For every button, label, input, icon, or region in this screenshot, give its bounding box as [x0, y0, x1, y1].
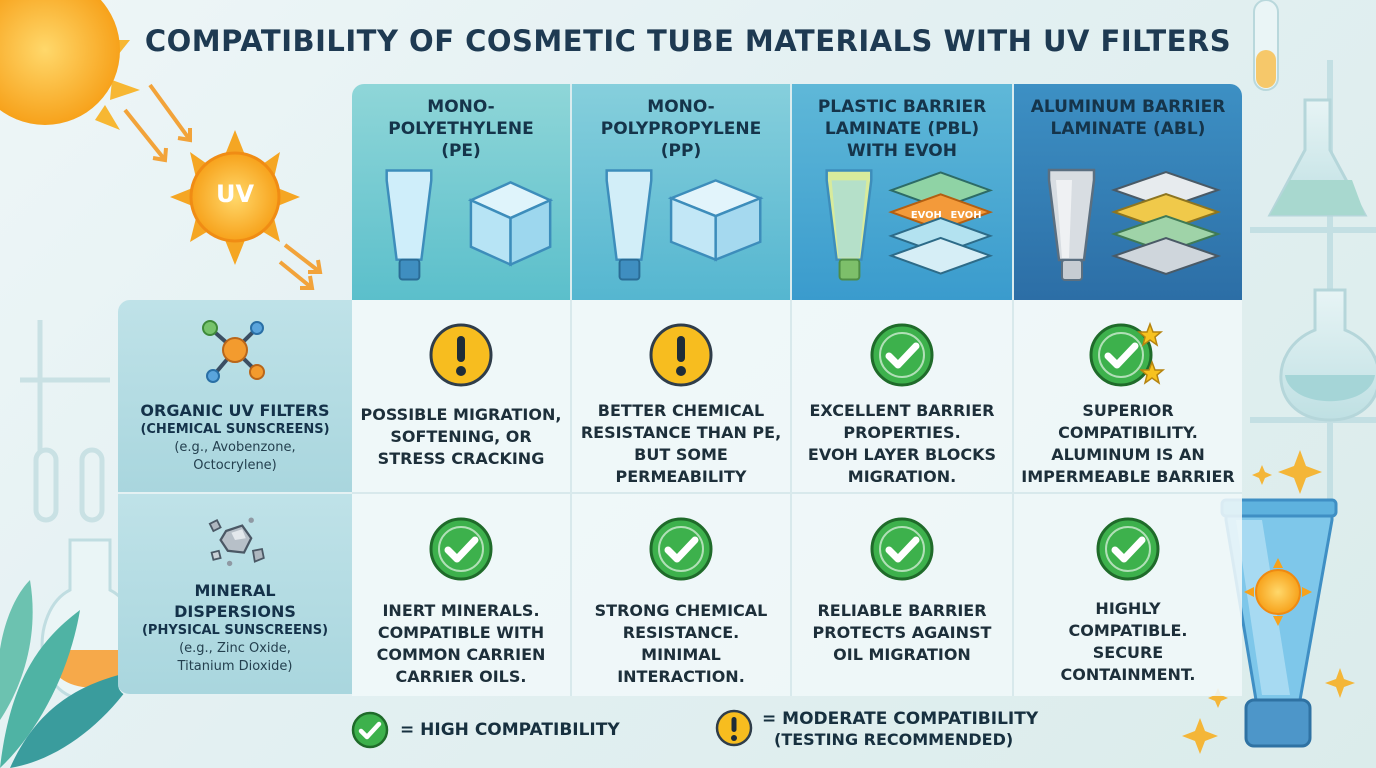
abl-illustration: [1047, 168, 1222, 281]
header-line: ALUMINUM BARRIER: [1030, 97, 1226, 117]
header-title: MONO- POLYPROPYLENE (PP): [581, 96, 781, 162]
row-subtitle: (PHYSICAL SUNSCREENS): [141, 623, 329, 638]
mineral-rocks-icon: [208, 517, 265, 567]
cell-organic-pp: BETTER CHEMICAL RESISTANCE THAN PE, BUT …: [572, 300, 792, 494]
row-title: ORGANIC UV FILTERS: [140, 401, 330, 420]
evoh-layer-label: EVOH: [951, 210, 982, 221]
compatibility-table: MONO- POLYETHYLENE (PE) MONO- POLYPROPYL…: [118, 84, 1242, 696]
cell-text: HIGHLY COMPATIBLE. SECURE CONTAINMENT.: [1060, 599, 1196, 684]
uv-sun-icon: [170, 130, 300, 265]
evoh-layer-label: EVOH: [911, 210, 942, 221]
cube-icon: [467, 181, 554, 267]
check-icon: [870, 517, 934, 581]
layer-stack-icon: [1110, 170, 1222, 276]
check-icon: [351, 711, 389, 749]
header-line: MONO-: [427, 97, 495, 117]
row-title: DISPERSIONS: [174, 602, 296, 621]
plant-leaves-icon: [0, 580, 140, 768]
test-tube-icon: [1253, 0, 1279, 91]
cell-organic-pe: POSSIBLE MIGRATION, SOFTENING, OR STRESS…: [352, 300, 572, 494]
warning-icon: [715, 709, 753, 747]
legend-moderate-sub: (TESTING RECOMMENDED): [774, 730, 1014, 749]
header-line: POLYPROPYLENE: [600, 119, 762, 139]
row-example: (e.g., Zinc Oxide,: [179, 641, 291, 656]
check-icon: [1096, 517, 1160, 581]
legend-high-label: = HIGH COMPATIBILITY: [400, 720, 620, 740]
header-title: PLASTIC BARRIER LAMINATE (PBL) WITH EVOH: [802, 96, 1002, 162]
header-line: MONO-: [647, 97, 715, 117]
row-header-mineral: MINERAL DISPERSIONS (PHYSICAL SUNSCREENS…: [118, 494, 352, 696]
sunscreen-tube-icon: [1220, 498, 1338, 748]
warning-icon: [429, 323, 493, 387]
check-icon: [649, 517, 713, 581]
header-pe: MONO- POLYETHYLENE (PE): [352, 84, 572, 300]
legend-moderate-label: = MODERATE COMPATIBILITY: [762, 709, 1039, 729]
page-title: COMPATIBILITY OF COSMETIC TUBE MATERIALS…: [144, 24, 1232, 58]
cell-mineral-pe: INERT MINERALS. COMPATIBLE WITH COMMON C…: [352, 494, 572, 696]
header-line: WITH EVOH: [847, 141, 957, 161]
legend-moderate-text: = MODERATE COMPATIBILITY (TESTING RECOMM…: [762, 708, 1038, 750]
sparkle-icon: [1182, 450, 1355, 754]
check-icon: [870, 323, 934, 387]
row-example: Octocrylene): [193, 458, 277, 473]
header-line: PLASTIC BARRIER: [817, 97, 987, 117]
cell-organic-abl: SUPERIOR COMPATIBILITY. ALUMINUM IS AN I…: [1014, 300, 1242, 494]
molecule-icon: [202, 320, 265, 383]
uv-badge-label: UV: [215, 180, 255, 208]
cube-icon: [667, 179, 764, 262]
cell-text: SUPERIOR COMPATIBILITY. ALUMINUM IS AN I…: [1021, 401, 1235, 486]
legend-high: = HIGH COMPATIBILITY: [350, 710, 620, 750]
layer-stack-icon: EVOH EVOH: [888, 171, 994, 275]
lab-stand-icon: [20, 320, 110, 523]
cell-text: RELIABLE BARRIER PROTECTS AGAINST OIL MI…: [812, 601, 992, 664]
cell-text: BETTER CHEMICAL RESISTANCE THAN PE, BUT …: [580, 401, 782, 486]
header-line: POLYETHYLENE: [388, 119, 534, 139]
cell-organic-pbl: EXCELLENT BARRIER PROPERTIES. EVOH LAYER…: [792, 300, 1014, 494]
check-icon: [429, 517, 493, 581]
header-abl: ALUMINUM BARRIER LAMINATE (ABL): [1014, 84, 1242, 300]
header-title: ALUMINUM BARRIER LAMINATE (ABL): [1028, 96, 1228, 140]
flask-icon: [1267, 98, 1376, 422]
check-star-icon: [1089, 322, 1166, 387]
row-subtitle: (CHEMICAL SUNSCREENS): [140, 422, 330, 437]
uv-rays-icon: [123, 83, 323, 290]
header-title: MONO- POLYETHYLENE (PE): [361, 96, 561, 162]
header-line: LAMINATE (PBL): [824, 119, 980, 139]
header-line: LAMINATE (ABL): [1050, 119, 1206, 139]
header-line: (PP): [660, 141, 702, 161]
header-pbl: PLASTIC BARRIER LAMINATE (PBL) WITH EVOH…: [792, 84, 1014, 300]
pp-illustration: [605, 169, 764, 281]
sun-icon: [0, 0, 140, 130]
tube-icon: [825, 169, 873, 281]
legend: = HIGH COMPATIBILITY = MODERATE COMPATIB…: [350, 708, 1110, 758]
cell-mineral-pbl: RELIABLE BARRIER PROTECTS AGAINST OIL MI…: [792, 494, 1014, 696]
cell-text: STRONG CHEMICAL RESISTANCE. MINIMAL INTE…: [594, 601, 768, 686]
row-header-organic: ORGANIC UV FILTERS (CHEMICAL SUNSCREENS)…: [118, 300, 352, 494]
row-title: MINERAL: [194, 581, 276, 600]
tube-icon: [385, 169, 433, 281]
row-example: Titanium Dioxide): [177, 659, 293, 674]
header-pp: MONO- POLYPROPYLENE (PP): [572, 84, 792, 300]
tube-icon: [605, 169, 653, 281]
row-example: (e.g., Avobenzone,: [174, 440, 296, 455]
header-line: (PE): [441, 141, 481, 161]
cell-mineral-pp: STRONG CHEMICAL RESISTANCE. MINIMAL INTE…: [572, 494, 792, 696]
cell-text: INERT MINERALS. COMPATIBLE WITH COMMON C…: [376, 601, 546, 686]
tube-icon: [1047, 168, 1096, 281]
pe-illustration: [385, 169, 554, 281]
legend-moderate: = MODERATE COMPATIBILITY (TESTING RECOMM…: [714, 708, 1038, 750]
cell-text: EXCELLENT BARRIER PROPERTIES. EVOH LAYER…: [807, 401, 997, 486]
pbl-illustration: EVOH EVOH: [825, 169, 994, 281]
warning-icon: [649, 323, 713, 387]
cell-mineral-abl: HIGHLY COMPATIBLE. SECURE CONTAINMENT.: [1014, 494, 1242, 696]
cell-text: POSSIBLE MIGRATION, SOFTENING, OR STRESS…: [360, 405, 562, 468]
